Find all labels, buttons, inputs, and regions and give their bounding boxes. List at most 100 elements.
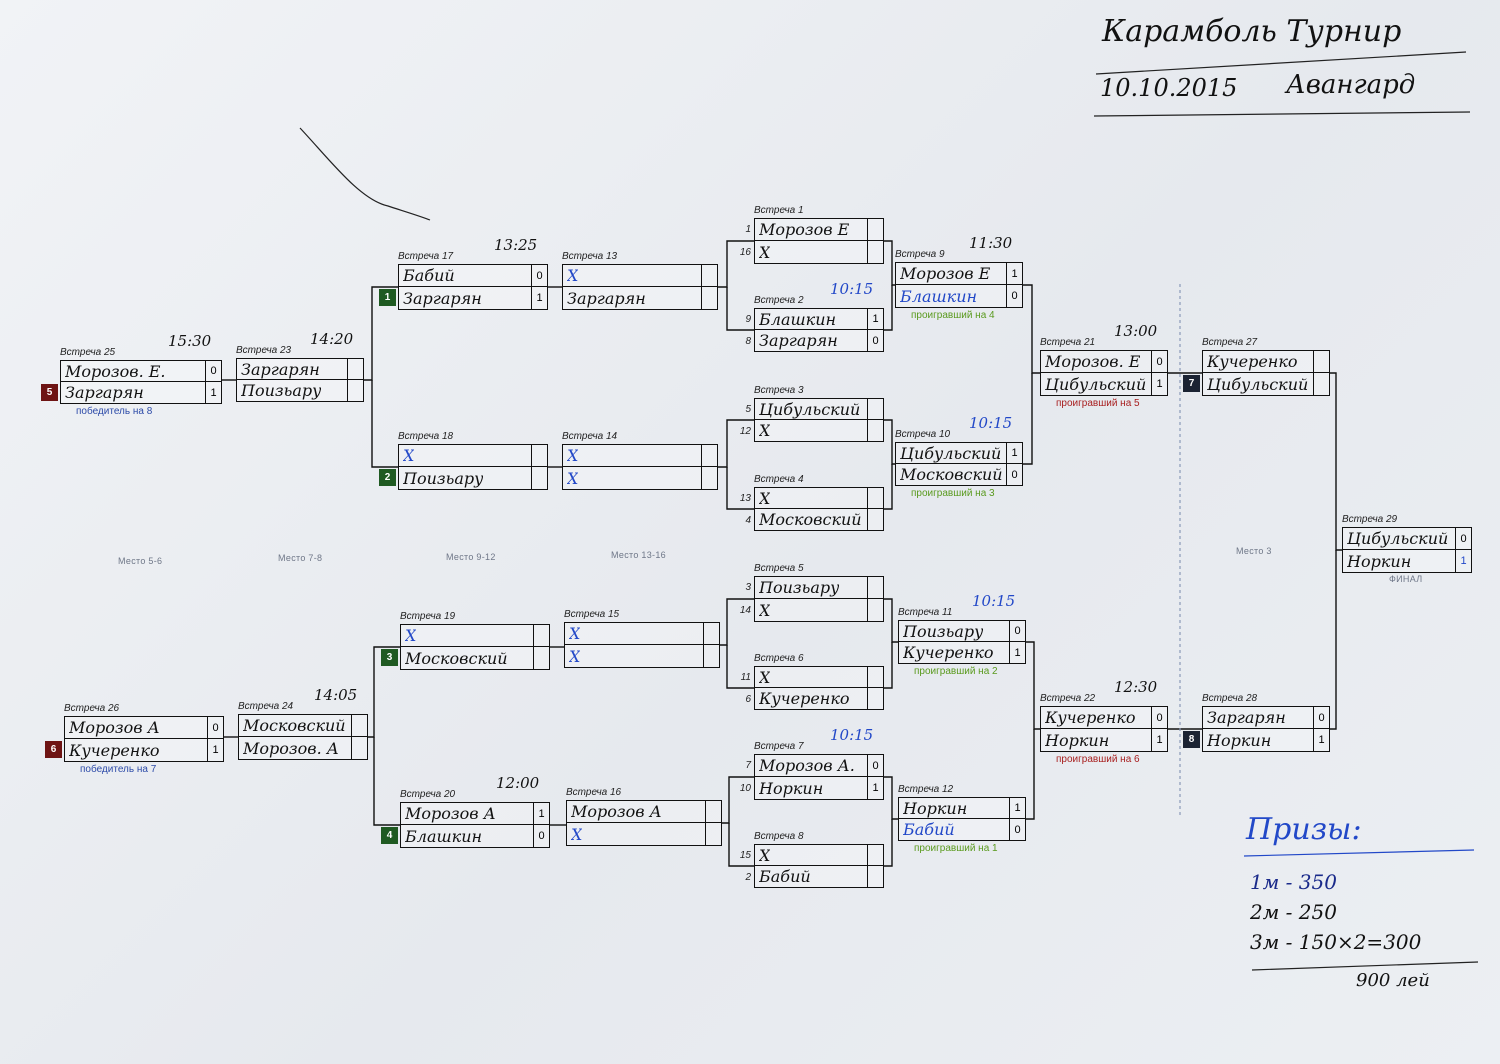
player-row[interactable]: Кучеренко [755,688,883,709]
player-name: Х [759,242,771,262]
match-label: Встреча 16 [566,787,622,798]
player-score: 0 [1151,707,1167,728]
player-score [867,399,883,419]
player-row[interactable]: Х [563,265,717,287]
player-row[interactable]: Цибульский [1203,373,1329,395]
match-note: проигравший на 6 [1056,754,1140,765]
player-score: 0 [867,755,883,776]
player-row[interactable]: Х [565,645,719,667]
player-row[interactable]: Морозов Е [755,219,883,241]
player-score [351,715,367,736]
player-row[interactable]: Х [567,823,721,845]
match-time: 10:15 [969,414,1013,432]
player-row[interactable]: Поизьару [237,380,363,401]
player-row[interactable]: Х [755,667,883,688]
player-row[interactable]: Х [565,623,719,645]
player-row[interactable]: Московский [401,647,549,669]
player-row[interactable]: Морозов А [567,801,721,823]
player-row[interactable]: Х [755,488,883,509]
player-row[interactable]: Бабий [755,866,883,887]
player-row[interactable]: Заргарян [237,359,363,380]
player-row[interactable]: Х [755,599,883,621]
player-row[interactable]: Х [563,467,717,489]
player-row[interactable]: Х [401,625,549,647]
player-row[interactable]: Х [755,420,883,441]
player-row[interactable]: Поизьару [399,467,547,489]
seed-box: 7 [1183,375,1200,392]
seed-box: 1 [379,289,396,306]
player-row[interactable]: Московский [755,509,883,530]
player-row[interactable]: Московский [239,715,367,737]
player-row[interactable]: Морозов А.0 [755,755,883,777]
match-label: Встреча 18 [398,431,454,442]
player-row[interactable]: Х [563,445,717,467]
player-row[interactable]: Морозов. Е.0 [61,361,221,382]
player-row[interactable]: Заргарян [563,287,717,309]
player-row[interactable]: Х [755,845,883,866]
player-row[interactable]: Цибульский [755,399,883,420]
player-name: Цибульский [1045,374,1147,394]
player-row[interactable]: Кучеренко [1203,351,1329,373]
player-score: 1 [531,287,547,309]
player-row[interactable]: Х [399,445,547,467]
player-row[interactable]: Морозов. А [239,737,367,759]
player-row[interactable]: Поизьару [755,577,883,599]
player-row[interactable]: Х [755,241,883,263]
